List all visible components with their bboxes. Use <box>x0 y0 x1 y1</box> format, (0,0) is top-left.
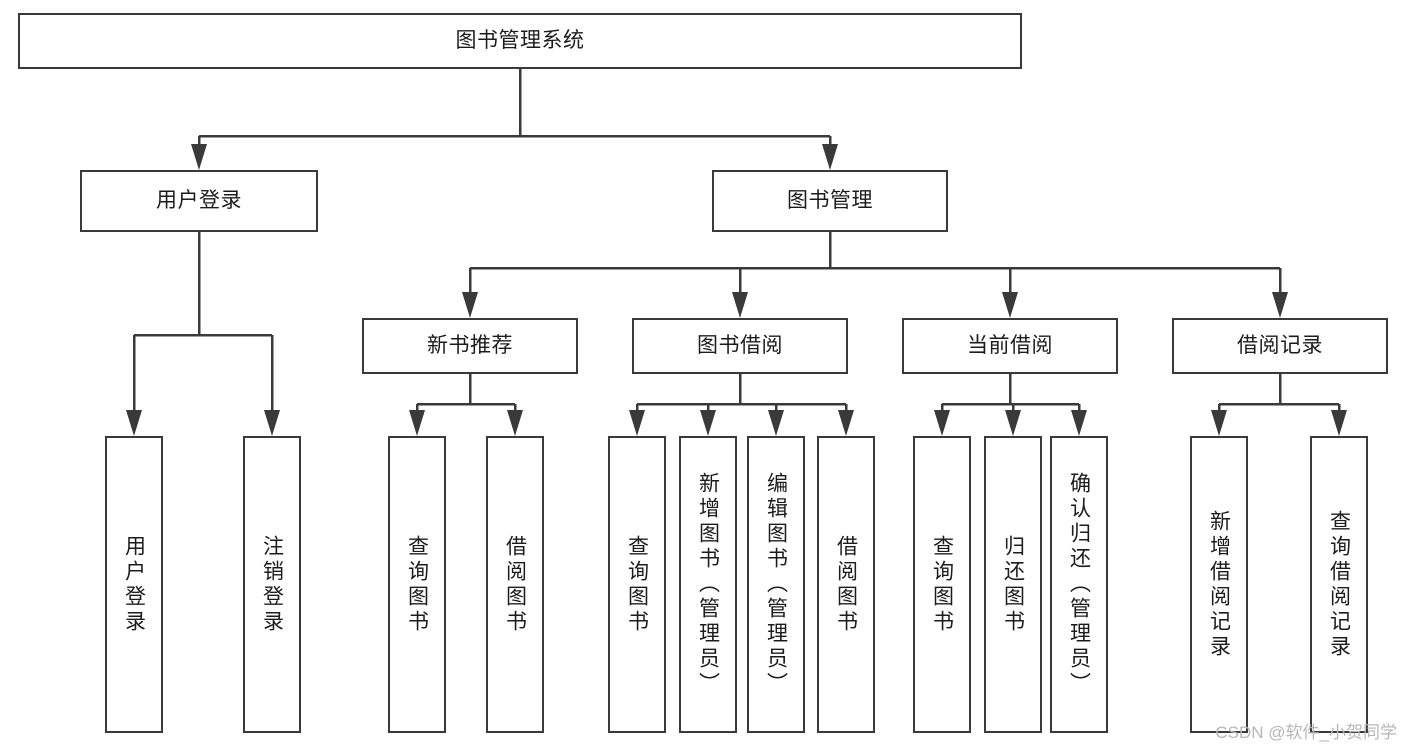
node-label: 借阅记录 <box>1237 333 1323 357</box>
node-label: 查询图书 <box>405 534 429 635</box>
node-label: 新增借阅记录 <box>1207 509 1231 660</box>
node-label: 查询图书 <box>625 534 649 635</box>
node-book-borrow[interactable]: 图书借阅 <box>632 318 848 374</box>
leaf-return-book[interactable]: 归还图书 <box>984 436 1042 733</box>
node-label: 用户登录 <box>122 534 146 635</box>
node-label: 归还图书 <box>1001 534 1025 635</box>
node-label: 确认归还（管理员） <box>1067 472 1091 697</box>
node-label: 新书推荐 <box>427 333 513 357</box>
node-label: 图书管理系统 <box>455 28 585 52</box>
leaf-query-book-current[interactable]: 查询图书 <box>913 436 971 733</box>
node-label: 用户登录 <box>156 188 242 212</box>
node-book-management[interactable]: 图书管理 <box>712 170 948 232</box>
leaf-borrow-book[interactable]: 借阅图书 <box>817 436 875 733</box>
node-label: 借阅图书 <box>503 534 527 635</box>
leaf-user-logout[interactable]: 注销登录 <box>243 436 301 733</box>
leaf-borrow-book-recommend[interactable]: 借阅图书 <box>486 436 544 733</box>
node-label: 编辑图书（管理员） <box>764 472 788 697</box>
node-current-borrow[interactable]: 当前借阅 <box>902 318 1118 374</box>
leaf-add-book-admin[interactable]: 新增图书（管理员） <box>679 436 737 733</box>
watermark-text: CSDN @软件_小贺同学 <box>1215 723 1397 742</box>
node-label: 新增图书（管理员） <box>696 472 720 697</box>
node-user-login[interactable]: 用户登录 <box>80 170 318 232</box>
leaf-edit-book-admin[interactable]: 编辑图书（管理员） <box>747 436 805 733</box>
leaf-query-book[interactable]: 查询图书 <box>608 436 666 733</box>
leaf-confirm-return-admin[interactable]: 确认归还（管理员） <box>1050 436 1108 733</box>
leaf-query-book-recommend[interactable]: 查询图书 <box>388 436 446 733</box>
node-label: 查询借阅记录 <box>1327 509 1351 660</box>
node-root[interactable]: 图书管理系统 <box>18 13 1022 69</box>
node-label: 图书管理 <box>787 188 873 212</box>
leaf-add-borrow-record[interactable]: 新增借阅记录 <box>1190 436 1248 733</box>
node-label: 注销登录 <box>260 534 284 635</box>
node-borrow-records[interactable]: 借阅记录 <box>1172 318 1388 374</box>
node-label: 查询图书 <box>930 534 954 635</box>
node-label: 图书借阅 <box>697 333 783 357</box>
node-label: 当前借阅 <box>967 333 1053 357</box>
leaf-query-borrow-record[interactable]: 查询借阅记录 <box>1310 436 1368 733</box>
node-label: 借阅图书 <box>834 534 858 635</box>
node-new-book-recommend[interactable]: 新书推荐 <box>362 318 578 374</box>
leaf-user-login[interactable]: 用户登录 <box>105 436 163 733</box>
